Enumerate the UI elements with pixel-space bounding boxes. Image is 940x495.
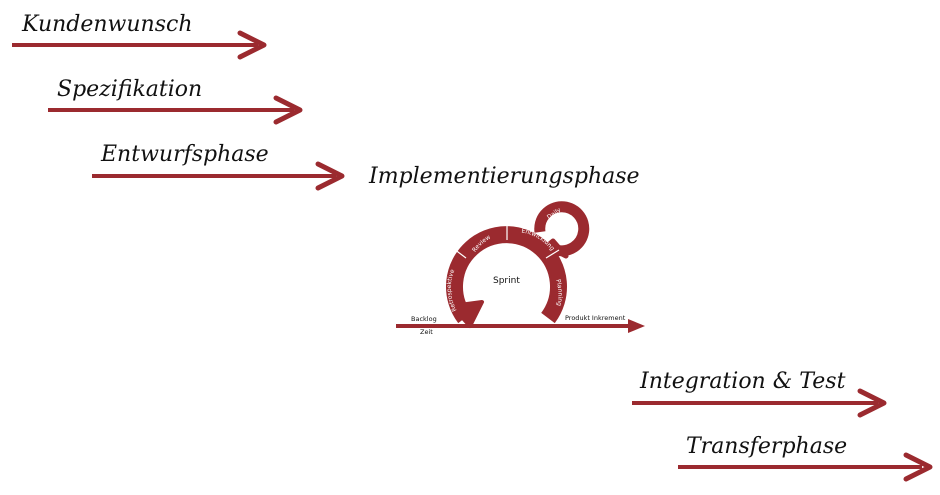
phase-spezifikation: Spezifikation (48, 77, 303, 125)
daily-loop: Daily (534, 201, 590, 259)
planning-label: Planning (554, 279, 563, 307)
phase-label: Implementierungsphase (368, 164, 640, 189)
phase-transferphase: Transferphase (678, 434, 933, 482)
phase-implementierungsphase: Implementierungsphase (368, 164, 640, 189)
phase-integration-test: Integration & Test (632, 369, 887, 418)
sprint-ring: Review Entwicklung Retrospektive Plannin… (446, 222, 567, 328)
phase-arrow (632, 388, 887, 418)
phase-label: Integration & Test (639, 369, 846, 394)
sprint-label: Sprint (493, 276, 520, 286)
phase-label: Entwurfsphase (100, 142, 269, 167)
phase-arrow (12, 30, 267, 60)
phase-kundenwunsch: Kundenwunsch (12, 12, 267, 60)
phase-arrow (92, 161, 345, 191)
increment-label: Produkt Inkrement (565, 314, 626, 322)
phase-entwurfsphase: Entwurfsphase (92, 142, 345, 191)
scrum-cycle: Daily Review Entwicklung Retrospektive P… (396, 201, 645, 336)
phase-arrow (48, 95, 303, 125)
phase-label: Transferphase (686, 434, 847, 459)
phase-label: Kundenwunsch (21, 12, 193, 37)
phase-label: Spezifikation (57, 77, 202, 102)
phase-arrow (678, 452, 933, 482)
time-label: Zeit (420, 328, 433, 336)
backlog-label: Backlog (411, 315, 437, 323)
time-arrow (396, 319, 645, 333)
